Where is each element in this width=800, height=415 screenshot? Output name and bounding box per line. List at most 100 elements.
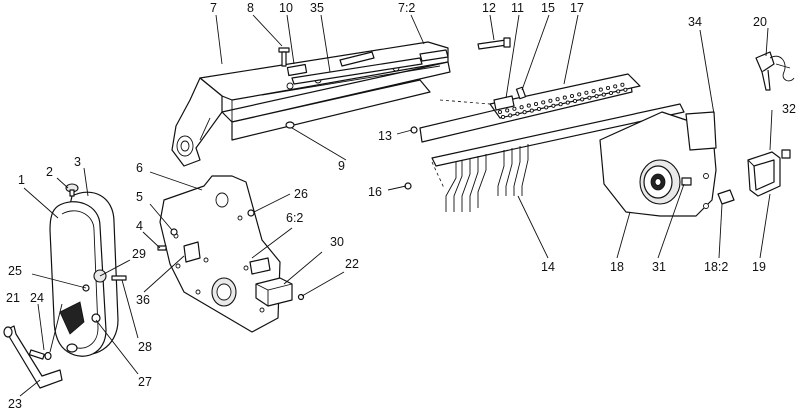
rail-hole <box>591 89 596 94</box>
rail-part-17 <box>419 73 685 167</box>
callout-21: 21 <box>6 291 20 305</box>
rail-hole <box>515 111 520 116</box>
bolt-part-15 <box>515 86 527 100</box>
rail-hole <box>620 82 625 87</box>
rail-hole <box>616 89 621 94</box>
rail-hole <box>569 93 575 99</box>
leader-lines <box>19 14 771 397</box>
plate-part-6 <box>159 175 281 333</box>
decal-part-18-2 <box>717 189 735 205</box>
callout-11: 11 <box>511 1 524 15</box>
rail-hole <box>541 100 546 105</box>
rail-hole <box>572 98 578 104</box>
rail-hole <box>548 98 553 103</box>
callout-1: 1 <box>18 173 25 187</box>
rail-hole <box>533 101 539 107</box>
rail-hole <box>580 97 585 102</box>
rail-hole <box>558 102 563 107</box>
rail-hole <box>522 110 527 115</box>
callout-23: 23 <box>8 397 22 411</box>
rail-hole <box>529 108 534 113</box>
rail-hole <box>601 92 606 97</box>
callout-9: 9 <box>338 159 345 173</box>
callout-7-2: 7:2 <box>398 1 415 15</box>
callout-3: 3 <box>74 155 81 169</box>
bracket-part-19 <box>747 151 781 197</box>
bolt-part-21 <box>28 349 45 360</box>
callout-30: 30 <box>330 235 344 249</box>
bolt-part-8 <box>278 47 290 67</box>
callout-4: 4 <box>136 219 143 233</box>
knob-part-2 <box>65 183 79 197</box>
callout-7: 7 <box>210 1 217 15</box>
callout-6-2: 6:2 <box>286 211 303 225</box>
switch-part-20 <box>755 51 795 91</box>
callout-26: 26 <box>294 187 308 201</box>
rail-hole <box>497 109 503 115</box>
callout-18: 18 <box>610 260 624 274</box>
bolt-part-31 <box>681 177 692 186</box>
bolt-part-28 <box>111 275 127 281</box>
callout-10: 10 <box>279 1 293 15</box>
callout-13: 13 <box>378 129 392 143</box>
callout-17: 17 <box>570 1 584 15</box>
callout-19: 19 <box>752 260 766 274</box>
rail-hole <box>598 87 603 92</box>
callout-12: 12 <box>482 1 496 15</box>
callout-25: 25 <box>8 264 22 278</box>
rail-hole <box>584 90 589 95</box>
rod-part-35 <box>291 57 423 85</box>
callout-14: 14 <box>541 260 555 274</box>
decal-part-6-2 <box>249 257 271 275</box>
washer-part-9 <box>285 121 295 129</box>
frame-arm-part-7 <box>171 41 451 167</box>
pin-part-10 <box>286 63 308 77</box>
rail-hole <box>555 97 560 102</box>
callout-15: 15 <box>541 1 555 15</box>
nut-part-26 <box>247 209 255 217</box>
callout-6: 6 <box>136 161 143 175</box>
callout-20: 20 <box>753 15 767 29</box>
rail-hole <box>526 103 531 108</box>
rail-hole <box>613 84 618 89</box>
nut-part-5 <box>170 228 178 236</box>
callout-5: 5 <box>136 190 143 204</box>
rail-hole <box>536 106 542 112</box>
cap-part-23-end <box>66 343 78 353</box>
bolt-part-4 <box>157 245 167 251</box>
callout-28: 28 <box>138 340 152 354</box>
callout-18-2: 18:2 <box>704 260 728 274</box>
handle-part-23 <box>3 325 63 389</box>
bolt-part-32 <box>769 109 791 159</box>
callout-24: 24 <box>30 291 44 305</box>
rail-hole <box>551 103 556 108</box>
callout-16: 16 <box>368 185 382 199</box>
callout-8: 8 <box>247 1 254 15</box>
rail-hole <box>608 90 614 96</box>
rail-hole <box>519 105 524 110</box>
callout-36: 36 <box>136 293 150 307</box>
rail-hole <box>594 94 599 99</box>
rail-hole <box>623 87 628 92</box>
tines-part-14 <box>431 144 529 212</box>
washer-part-24 <box>44 351 52 361</box>
rail-hole <box>577 92 582 97</box>
bolt-part-27 <box>91 313 101 323</box>
rail-hole <box>500 114 506 120</box>
callout-29: 29 <box>132 247 146 261</box>
callout-27: 27 <box>138 375 152 389</box>
callout-34: 34 <box>688 15 702 29</box>
rail-hole <box>587 95 592 100</box>
bracket-part-30 <box>255 277 293 307</box>
rail-hole <box>505 108 510 113</box>
decal-part-36 <box>183 241 201 263</box>
callout-labels: 1 2 3 4 5 6 6:2 7 7:2 8 9 10 11 12 13 14… <box>6 1 796 411</box>
bolt-part-12 <box>477 37 511 50</box>
rail-hole <box>544 105 549 110</box>
rail-hole <box>562 95 567 100</box>
callout-2: 2 <box>46 165 53 179</box>
rail-hole <box>605 85 611 91</box>
callout-22: 22 <box>345 257 359 271</box>
rail-hole <box>512 106 517 111</box>
